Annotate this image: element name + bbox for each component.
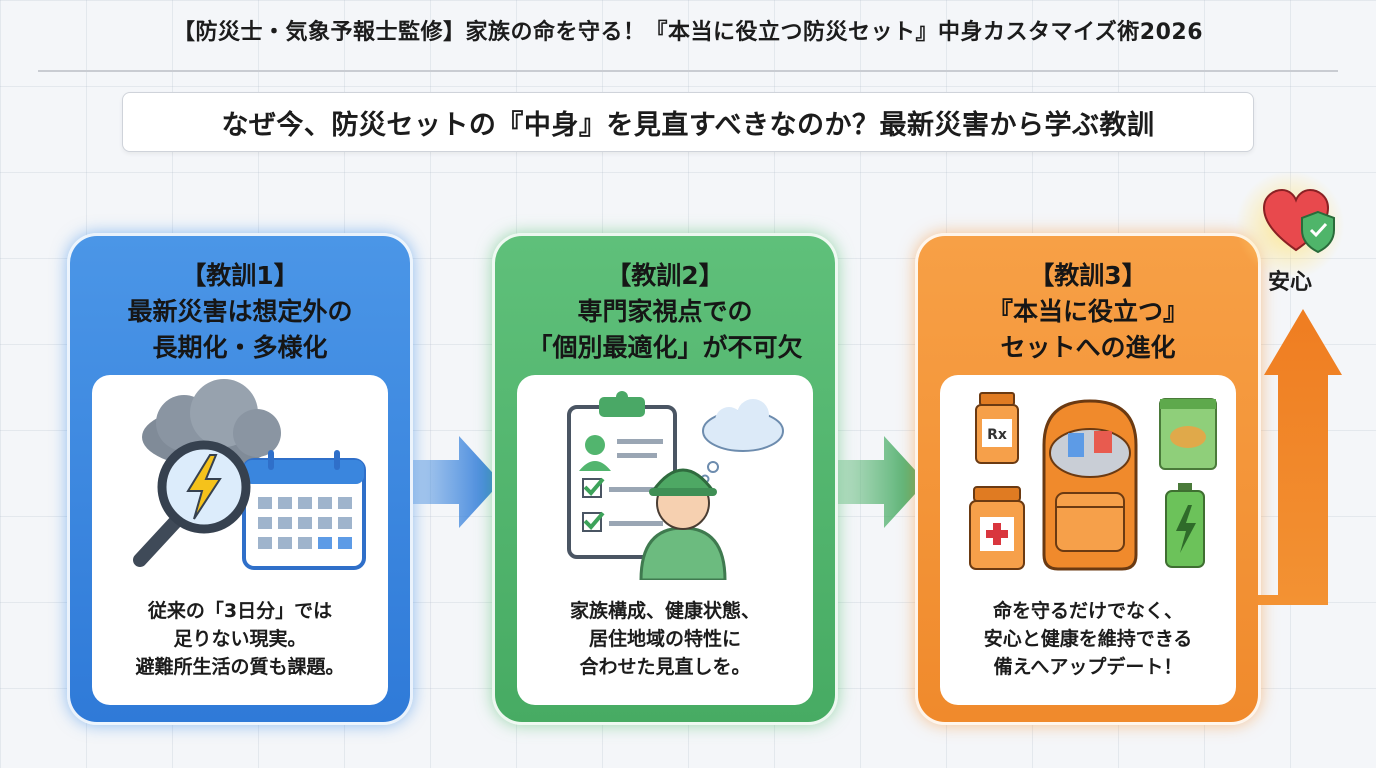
lesson-2-desc-line-2: 居住地域の特性に bbox=[588, 628, 741, 650]
expert-checklist-illustration bbox=[567, 391, 784, 580]
flow-arrow-2 bbox=[838, 436, 926, 528]
battery-icon bbox=[1165, 483, 1205, 568]
subtitle-text: なぜ今、防災セットの『中身』を見直すべきなのか？最新災害から学ぶ教訓 bbox=[221, 109, 1155, 141]
lesson-1-header: 【教訓1】 最新災害は想定外の 長期化・多様化 bbox=[70, 258, 410, 366]
goal-label: 安心 bbox=[1267, 270, 1312, 295]
lesson-3-header: 【教訓3】 『本当に役立つ』 セットへの進化 bbox=[918, 258, 1258, 366]
lesson-card-2: 【教訓2】 専門家視点での 「個別最適化」が不可欠 bbox=[492, 233, 838, 725]
subtitle-banner: なぜ今、防災セットの『中身』を見直すべきなのか？最新災害から学ぶ教訓 bbox=[122, 92, 1254, 152]
lesson-1-heading-line-1: 最新災害は想定外の bbox=[127, 297, 353, 326]
lesson-2-heading-line-2: 「個別最適化」が不可欠 bbox=[527, 333, 803, 362]
lesson-2-panel: 家族構成、健康状態、 居住地域の特性に 合わせた見直しを。 bbox=[517, 375, 813, 705]
lesson-1-desc-line-2: 足りない現実。 bbox=[173, 628, 307, 650]
page-title: 【防災士・気象予報士監修】家族の命を守る！『本当に役立つ防災セット』中身カスタマ… bbox=[172, 20, 1204, 45]
lesson-1-desc-line-3: 避難所生活の質も課題。 bbox=[135, 656, 345, 678]
lesson-3-desc-line-1: 命を守るだけでなく、 bbox=[992, 600, 1183, 622]
thought-cloud-icon bbox=[700, 399, 784, 484]
heart-shield-icon bbox=[1262, 188, 1335, 254]
lesson-3-panel: Rx bbox=[940, 375, 1236, 705]
title-divider bbox=[38, 70, 1338, 72]
prescription-bottle-icon: Rx bbox=[975, 392, 1019, 464]
clipboard-icon bbox=[567, 391, 677, 559]
lesson-1-heading-line-2: 長期化・多様化 bbox=[152, 333, 328, 362]
lesson-card-3: 【教訓3】 『本当に役立つ』 セットへの進化 Rx bbox=[915, 233, 1261, 725]
lesson-1-panel: 従来の「3日分」では 足りない現実。 避難所生活の質も課題。 bbox=[92, 375, 388, 705]
lesson-2-desc-line-1: 家族構成、健康状態、 bbox=[569, 600, 760, 622]
flow-arrow-1 bbox=[413, 436, 501, 528]
lesson-2-heading-line-1: 専門家視点での bbox=[577, 297, 753, 326]
lesson-1-label: 【教訓1】 bbox=[181, 261, 299, 290]
lesson-3-heading-line-2: セットへの進化 bbox=[1000, 333, 1176, 362]
lesson-1-description: 従来の「3日分」では 足りない現実。 避難所生活の質も課題。 bbox=[92, 597, 388, 681]
lesson-2-header: 【教訓2】 専門家視点での 「個別最適化」が不可欠 bbox=[495, 258, 835, 366]
lesson-3-desc-line-2: 安心と健康を維持できる bbox=[983, 628, 1193, 650]
storm-calendar-illustration bbox=[133, 379, 366, 570]
lesson-card-1: 【教訓1】 最新災害は想定外の 長期化・多様化 bbox=[67, 233, 413, 725]
emergency-kit-illustration: Rx bbox=[969, 392, 1217, 571]
lesson-3-description: 命を守るだけでなく、 安心と健康を維持できる 備えへアップデート！ bbox=[940, 597, 1236, 681]
food-pouch-icon bbox=[1159, 398, 1217, 470]
medicine-bottle-icon bbox=[969, 486, 1025, 570]
flow-arrow-3-up bbox=[1258, 309, 1342, 605]
lesson-2-description: 家族構成、健康状態、 居住地域の特性に 合わせた見直しを。 bbox=[517, 597, 813, 681]
expert-worker-icon bbox=[639, 468, 727, 580]
svg-text:Rx: Rx bbox=[987, 427, 1007, 443]
magnifier-icon bbox=[133, 440, 251, 567]
backpack-icon bbox=[1042, 399, 1138, 571]
lesson-3-heading-line-1: 『本当に役立つ』 bbox=[987, 297, 1188, 326]
lesson-3-label: 【教訓3】 bbox=[1029, 261, 1147, 290]
lesson-2-desc-line-3: 合わせた見直しを。 bbox=[579, 656, 751, 678]
lesson-3-desc-line-3: 備えへアップデート！ bbox=[993, 656, 1183, 678]
lesson-2-label: 【教訓2】 bbox=[606, 261, 724, 290]
calendar-icon bbox=[242, 450, 366, 570]
lesson-1-desc-line-1: 従来の「3日分」では bbox=[147, 600, 333, 622]
